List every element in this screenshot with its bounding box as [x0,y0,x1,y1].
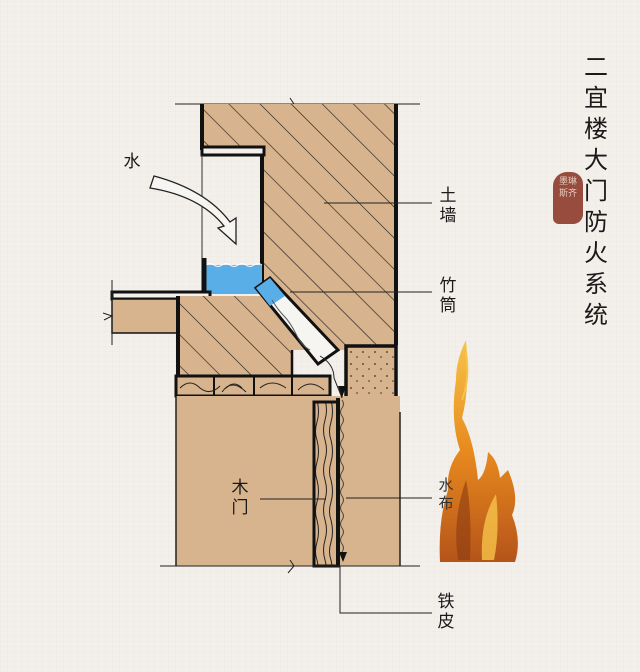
label-earth-wall: 土 墙 [438,186,458,226]
water-flow-path [319,355,347,562]
bamboo-tube [253,276,341,367]
label-text: 布 [438,494,454,512]
title-char: 大 [584,146,608,174]
label-bamboo-tube: 竹 筒 [438,276,458,316]
title-char: 统 [584,301,608,329]
leader-lines [260,202,432,614]
label-text: 铁 [437,592,455,612]
label-text: 木 [231,478,249,498]
diagram-title: 二 宜 楼 大 门 防 火 系 统 [578,52,614,331]
label-text: 竹 [439,276,457,296]
label-text: 筒 [439,296,457,316]
title-char: 系 [584,270,608,298]
wooden-lintel-beams [174,374,332,398]
label-text: 土 [439,186,457,206]
label-water: 水 [122,152,142,172]
label-text: 皮 [437,612,455,632]
label-wooden-door: 木 门 [230,478,250,518]
title-char: 防 [584,208,608,236]
title-char: 火 [584,239,608,267]
window-lintel [200,145,266,157]
red-seal-stamp: 墨琳 斯齐 [553,172,583,224]
water-direction-arrow [149,175,237,246]
label-text: 墙 [439,206,457,226]
bottom-break-line [160,559,420,574]
seal-char: 斯 [558,189,568,199]
title-char: 楼 [584,115,608,143]
wooden-door [312,400,340,568]
label-text: 门 [231,498,249,518]
seal-char: 墨 [558,177,568,187]
title-char: 门 [584,177,608,205]
earth-wall-base [175,396,401,566]
iron-sheet [336,398,344,566]
title-char: 二 [584,53,608,81]
fire-flame [439,340,518,562]
label-text: 水 [438,476,454,494]
label-wet-cloth: 水 布 [436,476,456,512]
label-text: 水 [123,152,141,172]
seal-char: 琳 [568,177,578,187]
sill-slab [102,280,212,345]
title-char: 宜 [584,84,608,112]
label-iron-sheet: 铁 皮 [436,592,456,632]
water-basin [201,258,263,296]
seal-char: 齐 [568,189,578,199]
